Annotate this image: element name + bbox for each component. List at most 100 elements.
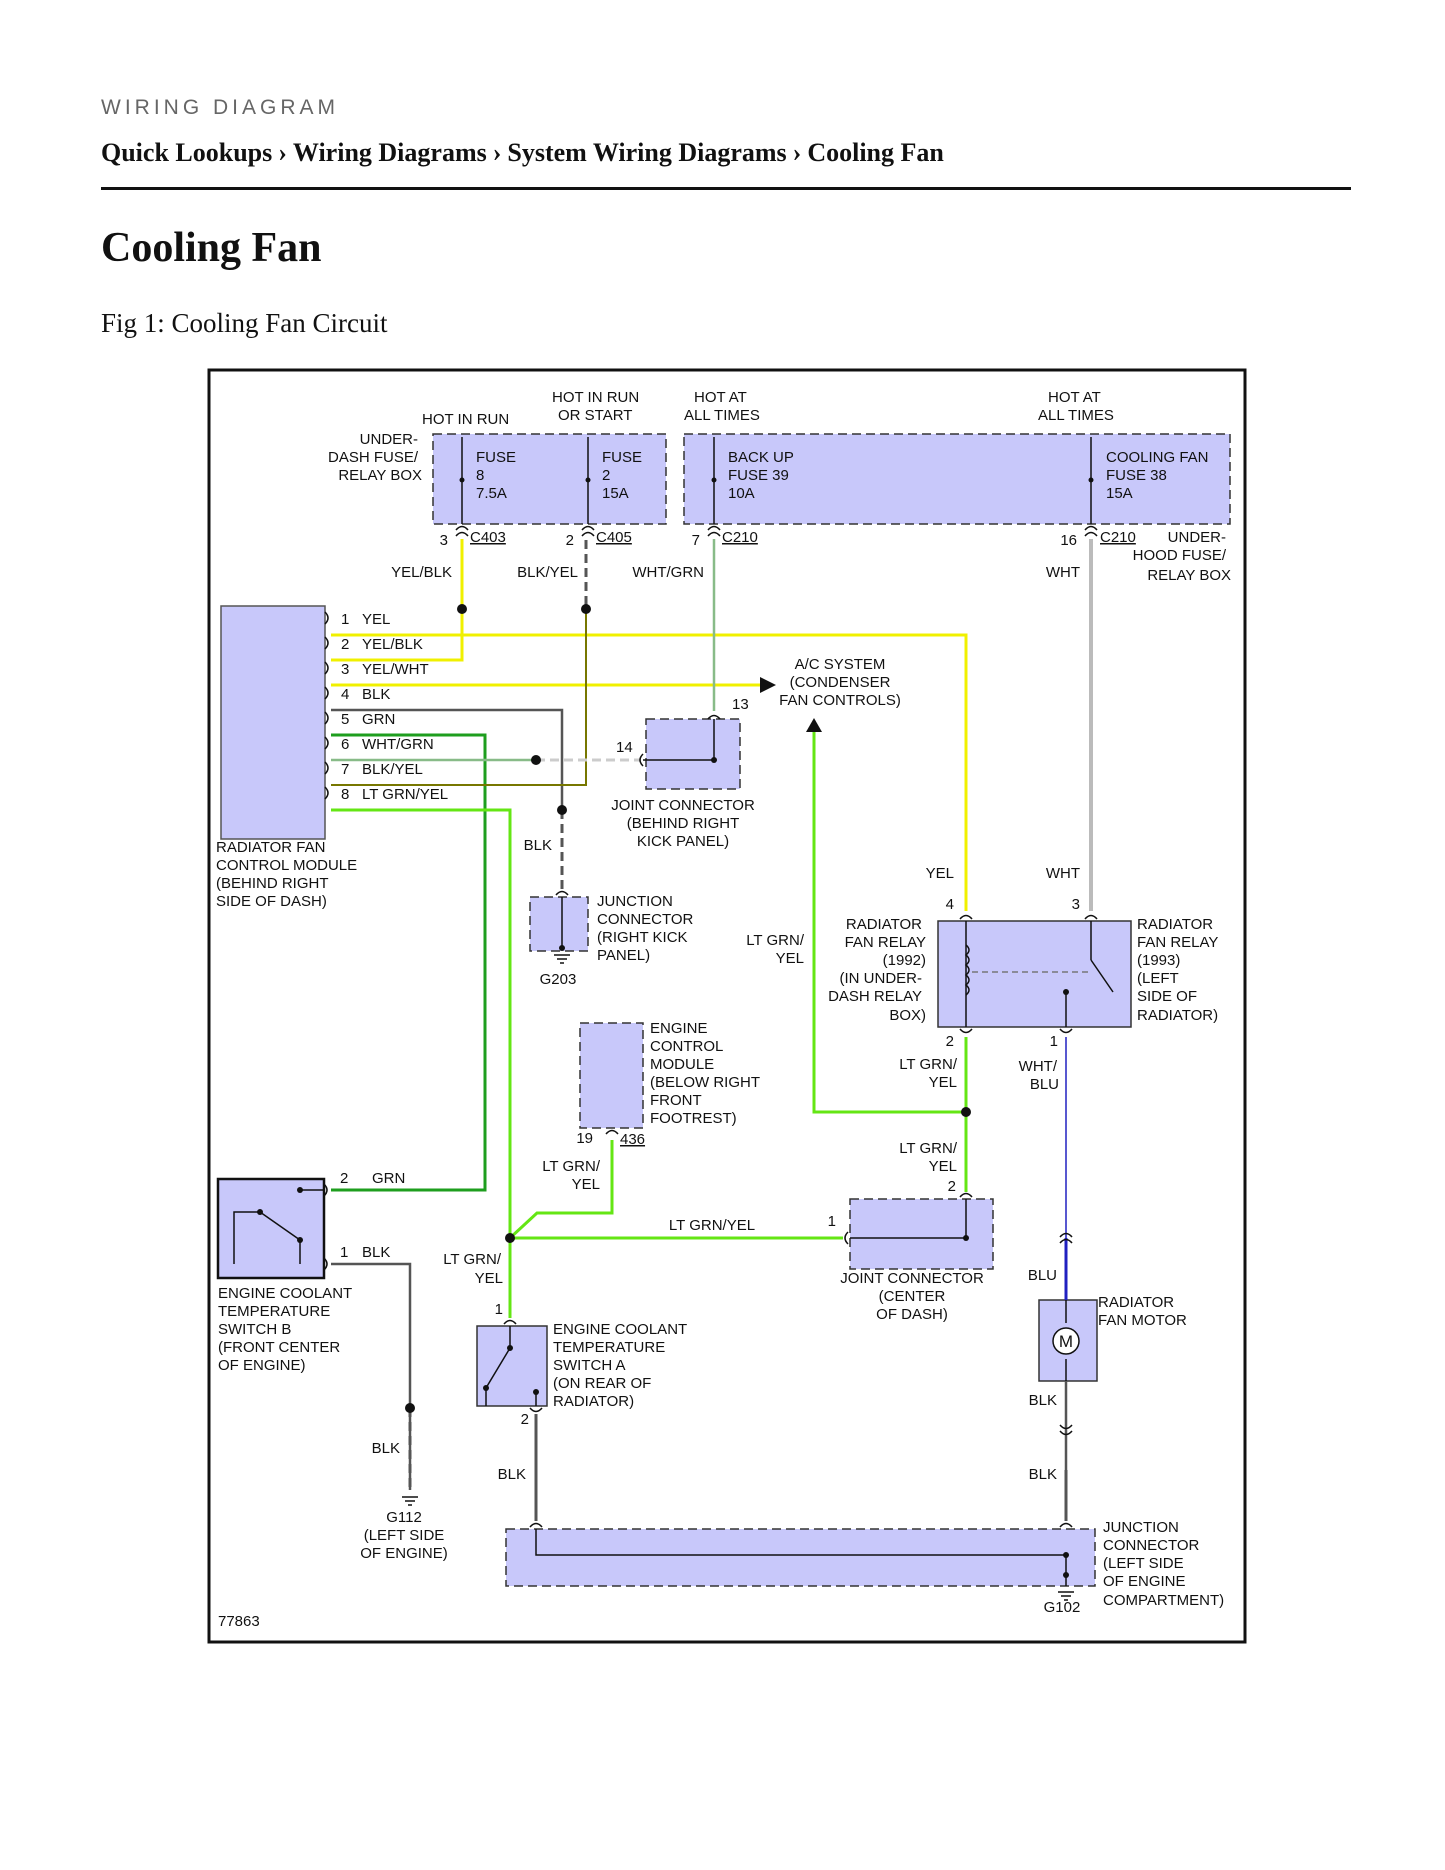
relay-1992-label: DASH RELAY [828, 988, 922, 1005]
ac-system-label: (CONDENSER [790, 674, 891, 691]
junction-engine-label: JUNCTION [1103, 1519, 1179, 1536]
joint-center-pin1: 1 [828, 1213, 836, 1230]
switch-b-label: ENGINE COOLANT [218, 1285, 352, 1302]
junction-node [559, 945, 565, 951]
breadcrumb-separator: › [278, 138, 287, 167]
module-pin-num: 5 [341, 711, 349, 728]
wire-yel-blk [331, 539, 464, 662]
fuse2-label: 2 [602, 467, 610, 484]
junction-connector-right-kick [529, 896, 589, 952]
junction-right-kick-label: PANEL) [597, 947, 650, 964]
wire-label-wht-blu: BLU [1030, 1076, 1059, 1093]
motor-inline-connector-bottom [1059, 1424, 1073, 1436]
module-pin-num: 4 [341, 686, 349, 703]
switch-b-pin2: 2 [340, 1170, 348, 1187]
fuse38-label: COOLING FAN [1106, 449, 1209, 466]
wire-label-blk: BLK [372, 1440, 400, 1457]
relay-1993-label: RADIATOR) [1137, 1007, 1218, 1024]
wire-label-wht: WHT [1046, 564, 1080, 581]
module-pin-num: 6 [341, 736, 349, 753]
breadcrumb-cooling-fan[interactable]: Cooling Fan [807, 138, 944, 167]
switch-b-pin-caps [323, 1183, 328, 1271]
wire-lt-grn-yel-ac [812, 732, 966, 1114]
switch-a-arm [485, 1326, 511, 1406]
wire-label-grn: GRN [372, 1170, 405, 1187]
switch-a-label: (ON REAR OF [553, 1375, 651, 1392]
engine-control-module [579, 1022, 644, 1129]
motor-symbol-m: M [1059, 1332, 1073, 1351]
underdash-fuse-box [432, 433, 667, 525]
c405-connector [581, 525, 595, 537]
relay-switch-arm [1090, 959, 1114, 993]
motor-inline-connector-top [1059, 1232, 1073, 1244]
ecm-label: FRONT [650, 1092, 702, 1109]
ac-arrow-up [806, 718, 822, 732]
breadcrumb-wiring-diagrams[interactable]: Wiring Diagrams [292, 138, 487, 167]
junction-node [1063, 1552, 1069, 1558]
radiator-fan-relay [937, 920, 1132, 1028]
module-pin-caps [324, 611, 329, 800]
module-pin-label: LT GRN/YEL [362, 786, 448, 803]
junction-right-kick-pin [555, 890, 569, 896]
underhood-box-label: HOOD FUSE/ [1133, 547, 1227, 564]
splice-dot [581, 604, 591, 614]
c210-pin: 16 [1060, 532, 1077, 549]
relay-1993-label: (LEFT [1137, 970, 1179, 987]
fuse39-label: BACK UP [728, 449, 794, 466]
relay-pin4-cap [959, 914, 973, 920]
fuse-node [459, 477, 465, 483]
module-pin-num: 1 [341, 611, 349, 628]
hot-at-all-times-label: ALL TIMES [684, 407, 760, 424]
section-eyebrow: WIRING DIAGRAM [101, 96, 339, 119]
module-pin-label: GRN [362, 711, 395, 728]
c405-pin: 2 [566, 532, 574, 549]
wire-yel [331, 633, 968, 911]
splice-dot [961, 1107, 971, 1117]
joint-right-kick-pin-top: 13 [732, 696, 749, 713]
joint-connector-right-kick [645, 718, 741, 790]
junction-right-kick-label: CONNECTOR [597, 911, 694, 928]
wire-label-blk: BLK [1029, 1392, 1057, 1409]
splice-dot [457, 604, 467, 614]
ecm-label: MODULE [650, 1056, 714, 1073]
g203-label: G203 [540, 971, 577, 988]
breadcrumb-separator: › [792, 138, 802, 167]
module-label: CONTROL MODULE [216, 857, 357, 874]
joint-right-kick-pin13 [707, 714, 721, 720]
underhood-box-label: RELAY BOX [1147, 567, 1231, 584]
breadcrumb-quick-lookups[interactable]: Quick Lookups [101, 138, 273, 167]
underdash-fuse-box-label: RELAY BOX [338, 467, 422, 484]
module-pin-label: YEL/BLK [362, 636, 423, 653]
g112-label: (LEFT SIDE [364, 1527, 445, 1544]
relay-pin3-cap [1084, 914, 1098, 920]
breadcrumb: Quick Lookups›Wiring Diagrams›System Wir… [101, 138, 944, 168]
motor-symbol-circle [1052, 1327, 1080, 1355]
ecm-label: (BELOW RIGHT [650, 1074, 760, 1091]
relay-1992-label: (1992) [883, 952, 926, 969]
breadcrumb-system-wiring-diagrams[interactable]: System Wiring Diagrams [507, 138, 787, 167]
fuse39-label: 10A [728, 485, 755, 502]
fuse8-label: 7.5A [476, 485, 507, 502]
engine-coolant-temp-switch-b [216, 1177, 326, 1280]
g112-label: OF ENGINE) [360, 1545, 448, 1562]
junction-engine-label: (LEFT SIDE [1103, 1555, 1184, 1572]
wire-label-lt-grn-yel: YEL [929, 1074, 957, 1091]
junction-engine-label: CONNECTOR [1103, 1537, 1200, 1554]
fuse2-label: FUSE [602, 449, 642, 466]
c403-pin: 3 [440, 532, 448, 549]
fan-motor-label: RADIATOR [1098, 1294, 1174, 1311]
wire-label-lt-grn-yel: YEL [475, 1270, 503, 1287]
header-divider [101, 187, 1351, 190]
module-pin-num: 8 [341, 786, 349, 803]
joint-center-pin1-cap [844, 1231, 849, 1245]
underhood-box-label: UNDER- [1168, 529, 1226, 546]
junction-engine-pin-left [529, 1522, 543, 1528]
junction-right-kick-label: (RIGHT KICK [597, 929, 688, 946]
joint-right-kick-pin14 [639, 753, 644, 767]
c210-id: C210 [722, 529, 758, 546]
c210a-connector [707, 525, 721, 537]
wire-label-blk: BLK [362, 1244, 390, 1261]
wire-lt-grn-yel-ecm [508, 1140, 614, 1240]
g102-label: G102 [1044, 1599, 1081, 1616]
